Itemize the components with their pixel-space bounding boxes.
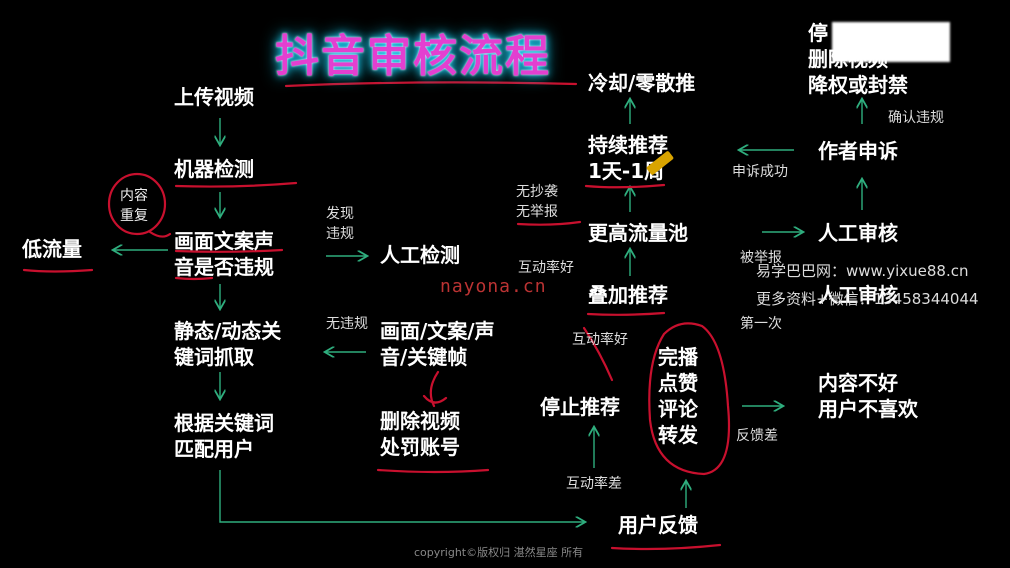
node-metrics: 完播 点赞 评论 转发	[658, 345, 698, 447]
ink-sustain-underline	[584, 183, 666, 189]
node-higher-pool: 更高流量池	[588, 221, 688, 245]
ink-nocopy-underline	[516, 220, 582, 226]
node-stop-recommend: 停止推荐	[540, 395, 620, 419]
node-manual-check: 人工检测	[380, 243, 460, 267]
ink-dup-circle	[107, 172, 167, 236]
node-human-review: 人工审核	[818, 221, 898, 245]
watermark-contact: 更多资料+微信：13458344044	[756, 290, 979, 308]
watermark-nayona: nayona.cn	[440, 276, 547, 297]
node-machine-check: 机器检测	[174, 157, 254, 181]
node-violation-check: 画面文案声 音是否违规	[174, 229, 274, 279]
ink-title-underline	[284, 81, 578, 88]
node-upload: 上传视频	[174, 85, 254, 109]
node-delete-video: 删除视频 处罚账号	[380, 409, 460, 459]
label-no-violation: 无违规	[326, 316, 368, 332]
label-appeal-success: 申诉成功	[732, 164, 788, 180]
ink-good-stroke	[582, 326, 614, 382]
node-match-users: 根据关键词 匹配用户	[174, 411, 274, 461]
ink-delete-underline	[376, 468, 490, 474]
watermark-site: 易学巴巴网：www.yixue88.cn	[756, 262, 969, 280]
node-keyword-capture: 静态/动态关 键词抓取	[174, 319, 282, 369]
node-author-appeal: 作者申诉	[818, 139, 898, 163]
label-poor-interaction: 互动率差	[566, 476, 622, 492]
node-low-traffic: 低流量	[22, 237, 82, 261]
ink-frames-arrow	[422, 370, 448, 408]
label-duplicate: 内容 重复	[120, 188, 148, 224]
ink-machine-underline	[174, 181, 298, 188]
node-human-review-2: 人工审核	[818, 283, 898, 307]
label-good-interaction-2: 互动率好	[572, 332, 628, 348]
copyright-text: copyright©版权归 湛然星座 所有	[414, 546, 584, 559]
node-bad-content: 内容不好 用户不喜欢	[818, 371, 918, 421]
ink-dup-tail	[148, 230, 172, 238]
ink-metrics-circle	[648, 322, 731, 476]
ink-stack-underline	[586, 311, 666, 316]
node-frames: 画面/文案/声 音/关键帧	[380, 319, 495, 369]
ink-violation-underline2	[174, 276, 214, 281]
label-no-copy: 无抄袭 无举报	[516, 184, 558, 220]
label-good-interaction: 互动率好	[518, 260, 574, 276]
ink-violation-underline	[174, 248, 284, 253]
label-first-time: 第一次	[740, 316, 782, 332]
label-found-violation: 发现 违规	[326, 206, 354, 242]
label-bad-feedback: 反馈差	[736, 428, 778, 444]
page-title: 抖音审核流程	[275, 31, 551, 82]
label-confirm-violation: 确认违规	[888, 110, 944, 126]
node-stack-recommend: 叠加推荐	[588, 283, 668, 307]
node-cooldown: 冷却/零散推	[588, 71, 696, 95]
node-user-feedback: 用户反馈	[618, 513, 698, 537]
ink-low-underline	[22, 268, 94, 273]
redaction-patch	[832, 22, 950, 62]
ink-feedback-underline	[610, 543, 722, 551]
arrow-match-feedback	[219, 470, 584, 522]
label-reported: 被举报	[740, 250, 782, 266]
